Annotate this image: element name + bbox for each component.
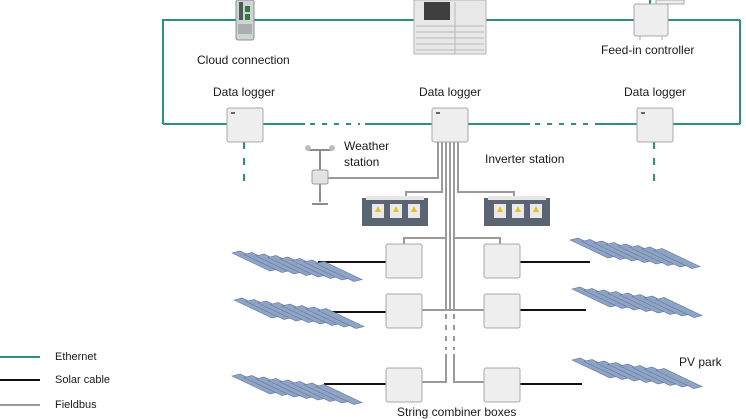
label-weather-station-1: Weather <box>344 139 390 153</box>
label-weather-station-2: station <box>344 155 380 169</box>
inverter-station-right <box>484 196 550 226</box>
legend-item-solar-cable: Solar cable <box>0 373 160 387</box>
label-data-logger-right: Data logger <box>624 85 687 99</box>
combiner-box-l1 <box>385 243 423 279</box>
label-cloud-connection: Cloud connection <box>197 53 290 67</box>
label-string-combiner-boxes: String combiner boxes <box>397 405 517 419</box>
label-data-logger-center: Data logger <box>419 85 482 99</box>
ethernet-ring-top <box>162 19 740 124</box>
pv-array-right-3 <box>571 357 703 389</box>
pv-panel <box>655 368 703 389</box>
pv-array-right-1 <box>569 237 701 269</box>
solar-cables <box>318 261 590 385</box>
legend-label-fieldbus: Fieldbus <box>55 399 97 411</box>
pv-array-right-2 <box>571 286 703 318</box>
legend-item-ethernet: Ethernet <box>0 350 160 364</box>
label-feed-in-controller: Feed-in controller <box>601 43 695 57</box>
cloud-connection-device <box>235 0 255 41</box>
pv-panel <box>315 384 363 405</box>
legend-swatch-ethernet <box>0 356 40 358</box>
fieldbus-combiner-row1 <box>403 237 501 244</box>
legend-swatch-solar-cable <box>0 379 40 381</box>
combiner-box-l3 <box>385 367 423 403</box>
legend-swatch-fieldbus <box>0 404 40 406</box>
pv-panel <box>315 261 363 282</box>
server-rack <box>413 0 487 55</box>
pv-array-left-2 <box>233 297 365 329</box>
pv-panel <box>317 308 365 329</box>
legend-label-solar-cable: Solar cable <box>55 374 111 386</box>
pv-array-left-3 <box>231 373 363 405</box>
fieldbus-combiner-row3 <box>422 354 484 383</box>
fieldbus-weather <box>322 142 439 179</box>
data-logger-center-box <box>431 107 469 143</box>
pv-panel <box>653 248 701 269</box>
combiner-box-r3 <box>483 367 521 403</box>
weather-station <box>305 145 335 205</box>
legend-item-fieldbus: Fieldbus <box>0 398 160 412</box>
fieldbus-inverter-left <box>405 142 443 202</box>
data-logger-right-box <box>636 107 674 143</box>
combiner-box-r1 <box>483 243 521 279</box>
pv-array-left-1 <box>231 250 363 282</box>
data-logger-left-box <box>226 107 264 143</box>
pv-arrays <box>231 237 703 405</box>
legend-label-ethernet: Ethernet <box>55 351 97 363</box>
label-inverter-station: Inverter station <box>485 152 565 166</box>
string-combiner-boxes <box>385 243 521 403</box>
combiner-box-r2 <box>483 293 521 329</box>
label-data-logger-left: Data logger <box>213 85 276 99</box>
feed-in-controller-box <box>633 0 685 40</box>
fieldbus-network <box>322 142 515 383</box>
pv-panel <box>655 297 703 318</box>
inverter-station-left <box>362 196 428 226</box>
fieldbus-inverter-right <box>457 142 515 202</box>
label-pv-park: PV park <box>679 355 722 369</box>
combiner-box-l2 <box>385 293 423 329</box>
